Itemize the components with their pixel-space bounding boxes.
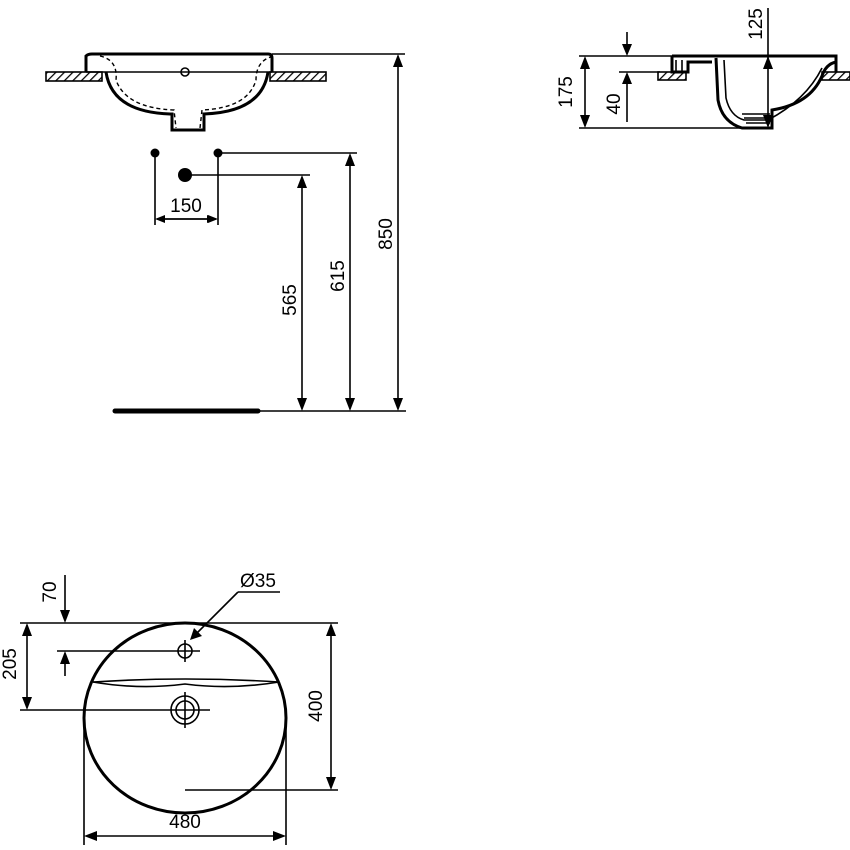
basin-rim [84, 52, 274, 72]
front-view: 150 565 615 850 [45, 52, 406, 414]
side-basin-bowl [714, 57, 837, 130]
basin-bowl [104, 71, 270, 132]
dim-depth: 400 [306, 690, 327, 722]
countertop-left [45, 71, 103, 82]
dim-rim-height: 850 [376, 218, 397, 250]
dim-waste-offset: 205 [0, 648, 21, 680]
dim-waste-height: 565 [280, 284, 301, 316]
top-view: Ø35 70 205 400 480 [0, 571, 338, 845]
dim-total-depth: 175 [556, 76, 577, 108]
dim-tap-spacing: 150 [170, 196, 202, 217]
countertop-right [269, 71, 327, 82]
overflow-hole-icon [180, 67, 190, 77]
dim-bowl-depth: 125 [746, 8, 767, 40]
dim-tap-hole-offset: 70 [40, 581, 61, 602]
dim-width: 480 [169, 812, 201, 833]
dim-supply-height: 615 [328, 260, 349, 292]
side-view: 175 40 125 [556, 8, 850, 130]
side-countertop-right [821, 71, 850, 81]
dim-counter-offset: 40 [604, 93, 625, 114]
dim-tap-hole-diameter: Ø35 [240, 571, 276, 592]
